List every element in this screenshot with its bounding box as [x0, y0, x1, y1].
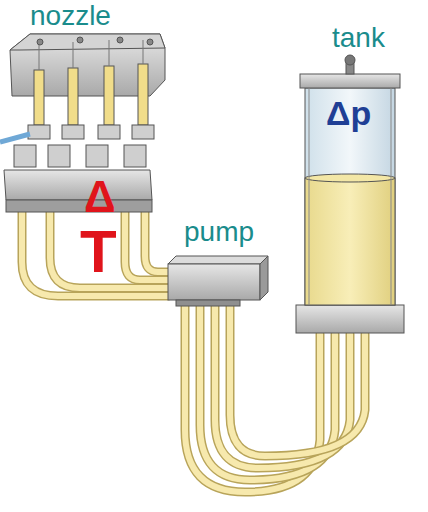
- symbol-label: T: [80, 222, 117, 282]
- part-name: nozzle: [30, 2, 111, 30]
- symbol-label: Δ: [84, 175, 116, 219]
- part-name: tank: [332, 24, 385, 52]
- part-name: pump: [184, 218, 254, 246]
- tank-vessel: [296, 55, 404, 333]
- symbol-label: Δp: [326, 96, 371, 130]
- nozzle-head: [0, 34, 165, 212]
- pump-body: [168, 256, 268, 306]
